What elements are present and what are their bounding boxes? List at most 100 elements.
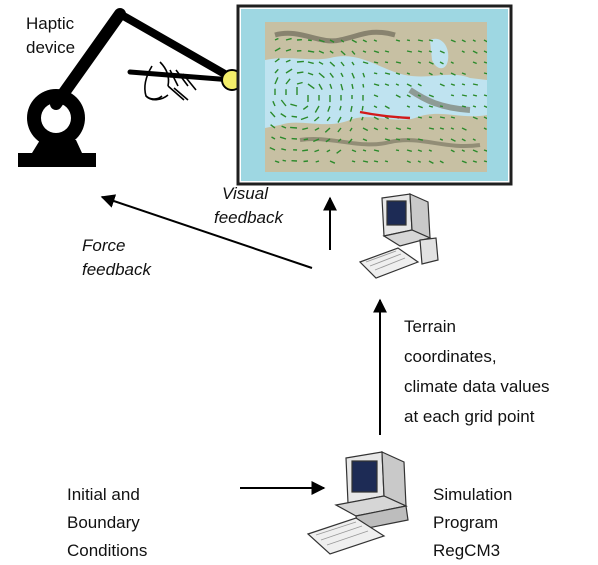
wind-vector: [461, 149, 466, 153]
wind-vector: [361, 105, 364, 111]
wind-vector: [282, 159, 287, 162]
regcm3-label-line: RegCM3: [433, 541, 501, 560]
wind-vector: [472, 39, 476, 43]
wind-vector: [340, 50, 346, 56]
wind-vector: [472, 50, 478, 54]
wind-vector: [384, 116, 390, 120]
wind-vector: [296, 71, 304, 74]
wind-vector: [285, 37, 292, 41]
wind-vector: [406, 160, 411, 164]
wind-vector: [326, 149, 331, 153]
wind-vector: [450, 72, 456, 76]
wind-vector: [337, 116, 342, 123]
wind-vector: [395, 39, 401, 42]
wind-vector: [271, 136, 276, 140]
wind-vector: [472, 83, 479, 86]
wind-vector: [307, 61, 314, 65]
wind-vector: [483, 39, 487, 43]
wind-vector: [318, 50, 325, 54]
wind-vector: [384, 127, 389, 130]
wind-vector: [362, 72, 366, 78]
wind-vector: [274, 37, 279, 41]
wind-vector: [461, 105, 467, 108]
wind-vector: [472, 149, 478, 153]
wind-vector: [280, 113, 287, 118]
wind-vector: [351, 39, 358, 44]
client-computer-icon: [358, 193, 439, 279]
wind-vector: [351, 61, 355, 66]
wind-vector: [324, 127, 331, 133]
wind-vector: [417, 61, 422, 64]
wind-vector: [417, 94, 422, 97]
grid-point-label-line: at each grid point: [404, 407, 535, 426]
wind-vector: [395, 94, 401, 99]
wind-vector: [483, 94, 487, 97]
map-display-icon: [236, 4, 513, 186]
wind-vector: [461, 50, 465, 54]
wind-vector: [450, 138, 456, 142]
wind-vector: [362, 138, 368, 142]
wind-vector: [384, 105, 390, 110]
wind-vector: [373, 149, 380, 152]
wind-vector: [351, 160, 356, 163]
wind-vector: [417, 138, 424, 141]
wind-vector: [483, 50, 487, 54]
wind-vector: [450, 127, 455, 130]
wind-vector: [428, 72, 433, 76]
wind-vector: [339, 105, 342, 111]
wind-vector: [285, 48, 292, 52]
haptic-label-line: Haptic: [26, 14, 75, 33]
wind-vector: [351, 72, 355, 79]
wind-vector: [373, 105, 378, 109]
wind-vector: [428, 61, 434, 65]
wind-vector: [362, 39, 368, 43]
wind-vector: [472, 61, 477, 65]
wind-vector: [406, 149, 412, 152]
wind-vector: [417, 105, 423, 109]
wind-vector: [483, 160, 487, 163]
wind-vector: [329, 160, 336, 164]
wind-vector: [373, 116, 379, 121]
force-feedback-label-line: feedback: [82, 260, 151, 279]
wind-vector: [285, 59, 291, 63]
wind-vector: [281, 148, 287, 151]
wind-vector: [373, 50, 380, 54]
wind-vector: [274, 160, 280, 164]
wind-vector: [461, 39, 466, 43]
wind-vector: [318, 39, 325, 43]
wind-vector: [362, 127, 369, 132]
wind-vector: [291, 115, 298, 118]
wind-vector: [406, 39, 411, 42]
wind-vector: [406, 138, 411, 141]
wind-vector: [439, 61, 444, 65]
device-label-line: device: [26, 38, 76, 57]
wind-vector: [326, 116, 331, 122]
wind-vector: [439, 72, 444, 76]
program-label-line: Program: [433, 513, 499, 532]
wind-vector: [406, 127, 412, 130]
wind-vector: [336, 149, 342, 154]
wind-vector: [450, 83, 456, 86]
wind-vector: [384, 61, 389, 64]
coordinates-label-line: coordinates,: [404, 347, 497, 366]
wind-vector: [461, 72, 466, 76]
wind-vector: [307, 72, 314, 76]
wind-vector: [395, 61, 402, 64]
force-feedback-arrow: [100, 194, 313, 269]
force-feedback-label: Force feedback: [82, 234, 151, 282]
wind-vector: [439, 160, 444, 164]
wind-vector: [313, 138, 320, 143]
wind-vector: [329, 72, 334, 79]
wind-vector: [395, 72, 401, 75]
wind-vector: [373, 83, 380, 87]
server-computer-icon: [306, 451, 409, 555]
wind-vector: [483, 116, 487, 120]
data-stream-label: Terrain coordinates, climate data values…: [404, 312, 550, 432]
wind-vector: [461, 127, 467, 131]
wind-vector: [417, 116, 423, 119]
wind-vector: [290, 126, 298, 129]
hand-icon: [144, 61, 197, 101]
wind-vector: [351, 83, 354, 90]
wind-vector: [428, 105, 434, 108]
wind-vector: [274, 77, 279, 85]
